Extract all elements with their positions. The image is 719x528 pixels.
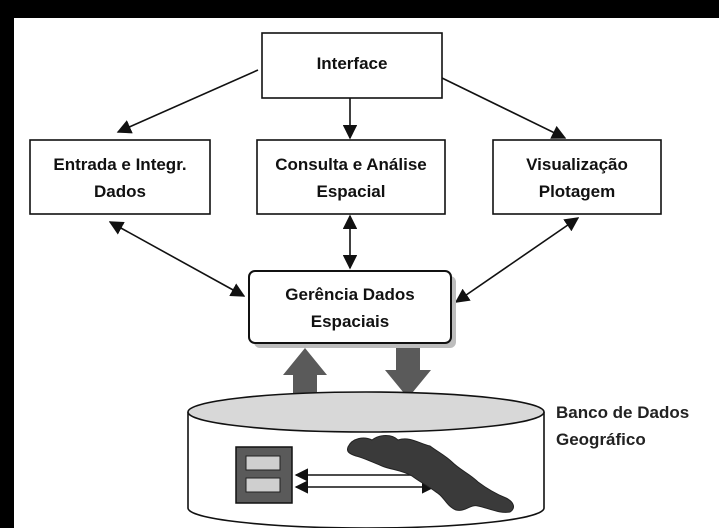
arrow-visualizacao-gerencia <box>454 217 580 303</box>
arrow-interface-to-entrada <box>116 69 259 134</box>
node-entrada-label-2: Dados <box>94 182 146 201</box>
node-gerencia-label-1: Gerência Dados <box>285 285 414 304</box>
node-entrada-label-1: Entrada e Integr. <box>53 155 186 174</box>
node-interface-box <box>261 32 443 99</box>
node-interface: Interface <box>261 32 443 99</box>
arrow-interface-to-visualizacao <box>441 77 567 139</box>
node-interface-label: Interface <box>317 54 388 73</box>
node-visualizacao: Visualização Plotagem <box>492 139 662 215</box>
table-icon <box>235 446 293 504</box>
node-visualizacao-label-1: Visualização <box>526 155 628 174</box>
block-arrows <box>283 348 431 398</box>
map-icon <box>347 435 514 513</box>
arrow-entrada-gerencia <box>108 221 246 297</box>
node-entrada: Entrada e Integr. Dados <box>29 139 211 215</box>
block-arrow-down <box>385 348 431 398</box>
node-entrada-box <box>29 139 211 215</box>
database-label-1: Banco de Dados <box>556 403 689 422</box>
block-arrow-up <box>283 348 327 398</box>
database-label-2: Geográfico <box>556 430 646 449</box>
node-consulta-box <box>256 139 446 215</box>
node-consulta-label-1: Consulta e Análise <box>275 155 426 174</box>
node-gerencia-box <box>248 270 452 344</box>
connectors <box>108 69 580 303</box>
node-consulta: Consulta e Análise Espacial <box>256 139 446 215</box>
node-visualizacao-box <box>492 139 662 215</box>
node-gerencia: Gerência Dados Espaciais <box>248 270 456 348</box>
node-consulta-label-2: Espacial <box>317 182 386 201</box>
node-visualizacao-label-2: Plotagem <box>539 182 616 201</box>
database-top <box>187 391 545 433</box>
node-gerencia-label-2: Espaciais <box>311 312 389 331</box>
